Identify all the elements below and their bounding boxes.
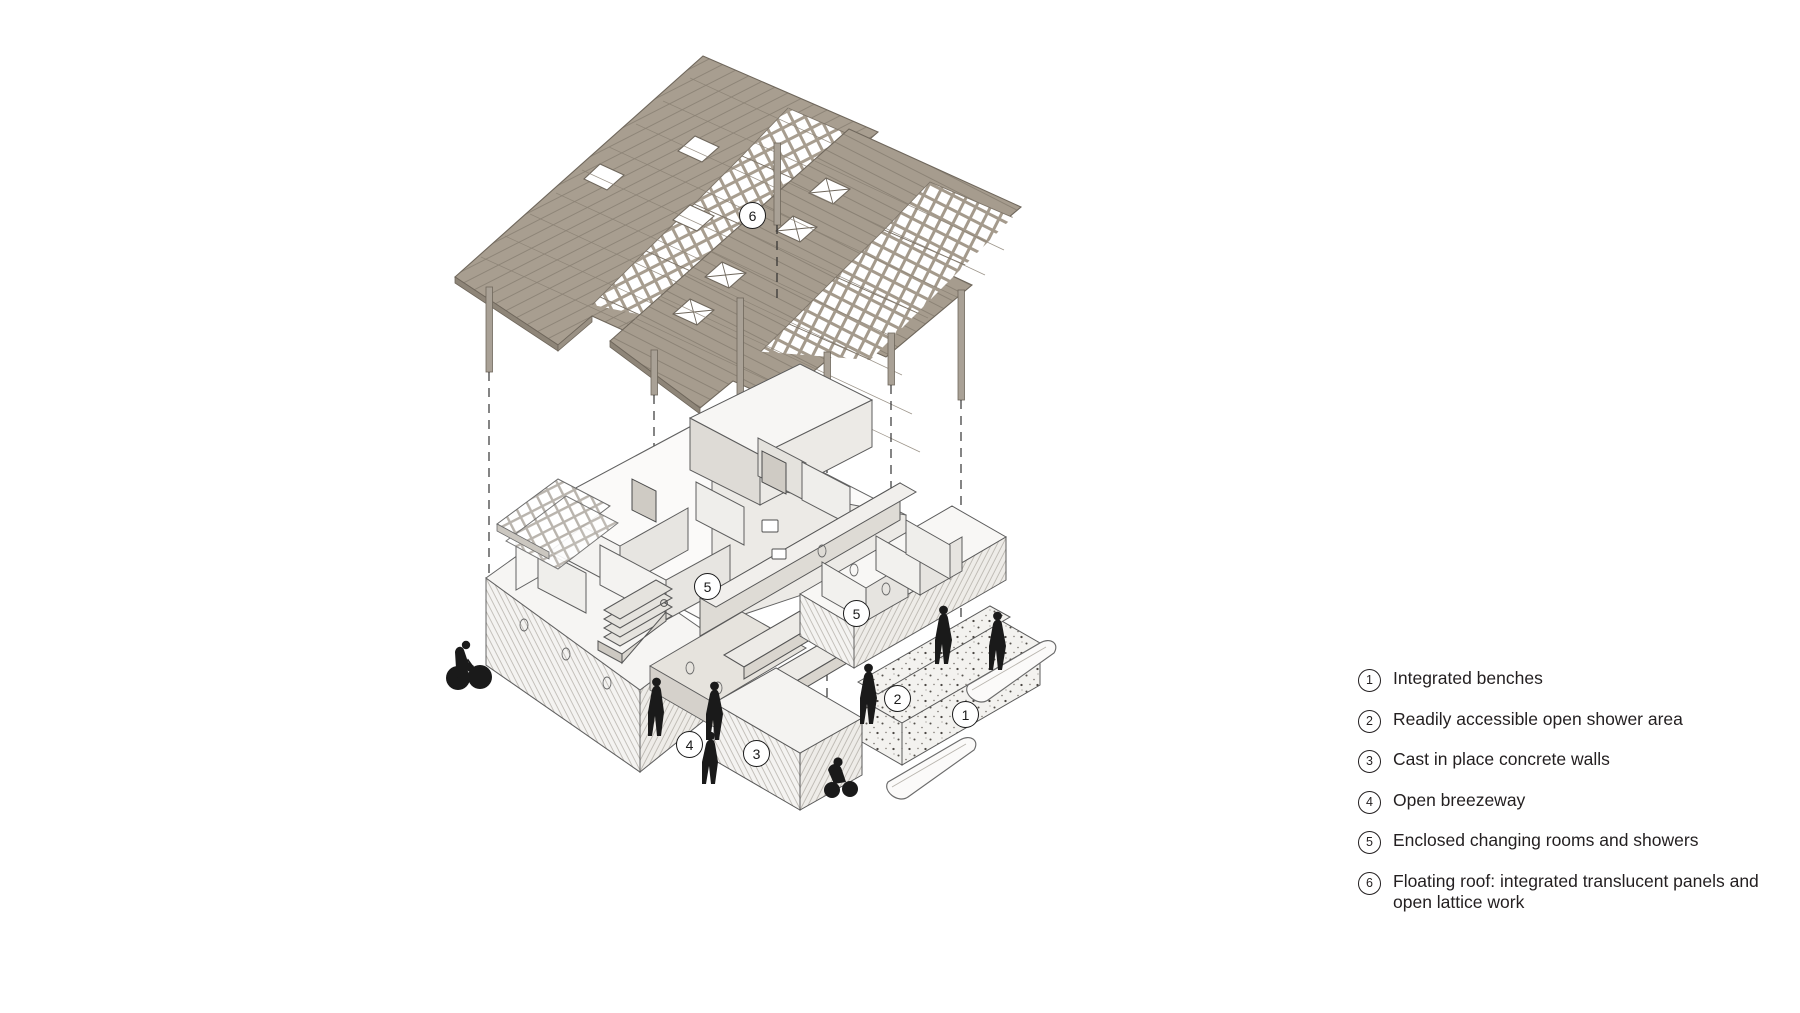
pedestrian-figure	[860, 663, 877, 724]
callout-5b[interactable]: 5	[843, 600, 870, 627]
legend-item-label: Cast in place concrete walls	[1393, 749, 1610, 769]
building-volume	[485, 363, 1041, 811]
legend: 1 Integrated benches 2 Readily accessibl…	[1358, 668, 1778, 913]
legend-number-badge: 4	[1358, 790, 1381, 814]
axonometric-drawing	[446, 55, 1057, 811]
callout-1[interactable]: 1	[952, 701, 979, 728]
legend-item-4: 4 Open breezeway	[1358, 790, 1778, 814]
legend-item-5: 5 Enclosed changing rooms and showers	[1358, 830, 1778, 854]
legend-item-label: Integrated benches	[1393, 668, 1543, 688]
legend-item-6: 6 Floating roof: integrated translucent …	[1358, 871, 1778, 913]
callout-4[interactable]: 4	[676, 731, 703, 758]
callout-6[interactable]: 6	[739, 202, 766, 229]
callout-5a[interactable]: 5	[694, 573, 721, 600]
pedestrian-figure	[702, 731, 718, 784]
callout-3[interactable]: 3	[743, 740, 770, 767]
callout-label: 3	[752, 745, 761, 762]
roof-column	[485, 286, 493, 373]
callout-label: 5	[703, 578, 712, 595]
legend-item-1: 1 Integrated benches	[1358, 668, 1778, 692]
roof-skylight	[583, 135, 720, 232]
callout-label: 6	[748, 207, 757, 224]
legend-item-label: Enclosed changing rooms and showers	[1393, 830, 1699, 850]
cyclist-figure	[446, 640, 492, 690]
integrated-bench-object	[886, 640, 1057, 800]
pedestrian-figure	[706, 681, 723, 740]
callout-label: 5	[852, 605, 861, 622]
integrated-bench-indoor	[597, 579, 674, 665]
legend-item-2: 2 Readily accessible open shower area	[1358, 709, 1778, 733]
legend-item-label: Open breezeway	[1393, 789, 1526, 810]
legend-number-badge: 3	[1358, 750, 1381, 773]
callout-label: 1	[961, 706, 970, 723]
seated-figure	[824, 757, 858, 798]
legend-item-label: Readily accessible open shower area	[1393, 708, 1683, 729]
scale-figures	[446, 605, 1006, 798]
callout-label: 4	[685, 736, 694, 753]
callout-label: 2	[893, 690, 902, 707]
pedestrian-figure	[935, 605, 952, 664]
legend-number-badge: 6	[1358, 871, 1381, 895]
legend-number-badge: 1	[1358, 669, 1381, 692]
legend-item-3: 3 Cast in place concrete walls	[1358, 749, 1778, 773]
pedestrian-figure	[989, 611, 1006, 670]
floating-roof-assembly	[454, 55, 1023, 453]
legend-number-badge: 5	[1358, 831, 1381, 854]
entry-ramp	[496, 478, 619, 570]
legend-number-badge: 2	[1358, 709, 1381, 733]
pedestrian-figure	[648, 677, 664, 736]
callout-2[interactable]: 2	[884, 685, 911, 712]
legend-item-label: Floating roof: integrated translucent pa…	[1393, 870, 1759, 912]
